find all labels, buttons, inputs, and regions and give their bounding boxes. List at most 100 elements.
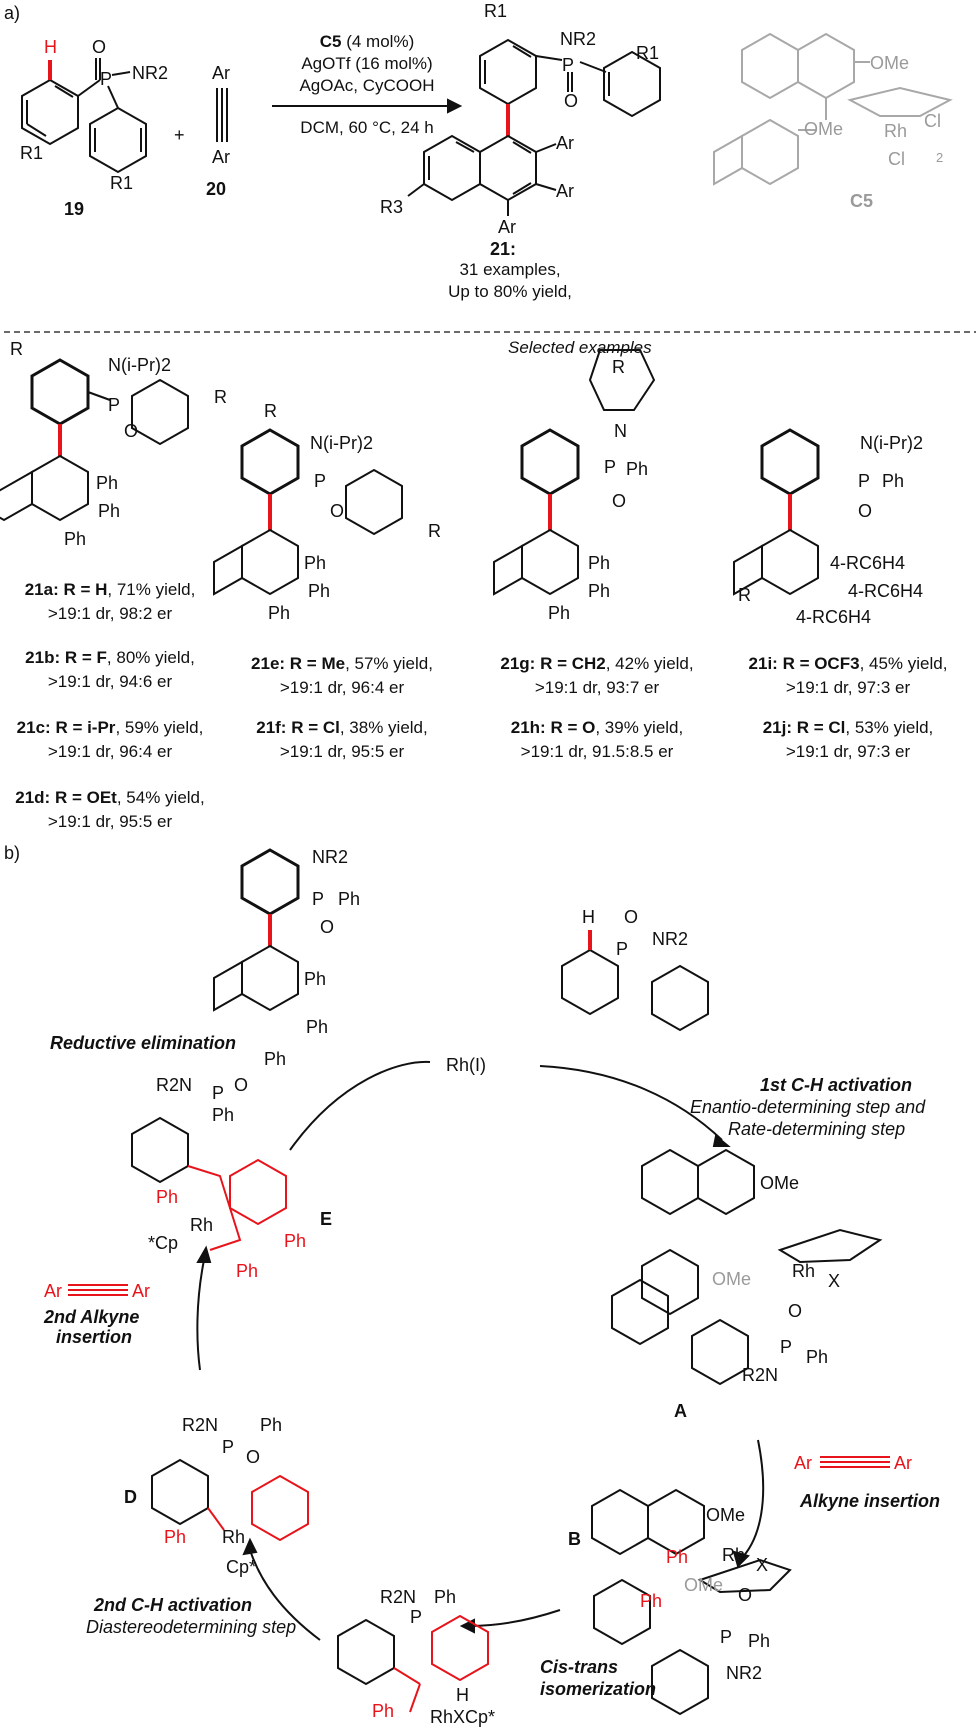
compound-label-19: 19	[64, 199, 85, 219]
step-alkyne2-1: 2nd Alkyne	[44, 1307, 140, 1327]
atom-ome: OMe	[870, 53, 910, 73]
step-ch2-title: 2nd C-H activation	[94, 1595, 253, 1615]
atom-p: P	[312, 889, 325, 909]
atom-nr2: NR2	[560, 29, 597, 49]
atom-r: R	[214, 387, 227, 407]
atom-r2n: R2N	[156, 1075, 193, 1095]
atom-p: P	[212, 1083, 225, 1103]
intermediate-label-e: E	[320, 1209, 333, 1229]
atom-ph: Ph	[268, 603, 291, 623]
atom-ph: Ph	[548, 603, 571, 623]
condition-solvent-temp: DCM, 60 °C, 24 h	[300, 118, 434, 137]
condition-additives-2: AgOAc, CyCOOH	[299, 76, 435, 95]
atom-r: R	[612, 357, 625, 377]
atom-ph: Ph	[284, 1231, 307, 1251]
atom-p: P	[108, 395, 121, 415]
atom-rhxcp: RhXCp*	[430, 1707, 496, 1727]
atom-rh: Rh	[884, 121, 908, 141]
selected-examples-heading: Selected examples	[508, 338, 652, 357]
atom-ome: OMe	[712, 1269, 752, 1289]
atom-ar: Ar	[556, 133, 574, 153]
panel-label-b: b)	[4, 843, 21, 863]
atom-ph: Ph	[308, 581, 331, 601]
atom-n-ipr2: N(i-Pr)2	[108, 355, 171, 375]
atom-ph: Ph	[164, 1527, 187, 1547]
atom-p: P	[222, 1437, 235, 1457]
atom-aryl: 4-RC6H4	[848, 581, 924, 601]
atom-n: N	[614, 421, 627, 441]
atom-o: O	[738, 1585, 753, 1605]
example-caption: 21b: R = F, 80% yield,>19:1 dr, 94:6 er	[25, 648, 195, 691]
atom-ome: OMe	[684, 1575, 724, 1595]
atom-nr2: NR2	[726, 1663, 763, 1683]
atom-ph: Ph	[96, 473, 119, 493]
atom-ph: Ph	[434, 1587, 457, 1607]
atom-r2n: R2N	[742, 1365, 779, 1385]
atom-ph: Ph	[806, 1347, 829, 1367]
atom-o: O	[858, 501, 873, 521]
atom-p: P	[858, 471, 871, 491]
step-ch1-sub2: Rate-determining step	[728, 1119, 906, 1139]
atom-p: P	[720, 1627, 733, 1647]
atom-o: O	[320, 917, 335, 937]
atom-x: X	[756, 1555, 769, 1575]
atom-ph: Ph	[372, 1701, 395, 1721]
step-reductive-elimination: Reductive elimination	[50, 1033, 237, 1053]
step-ch1-sub1: Enantio-determining step and	[690, 1097, 926, 1117]
atom-ph: Ph	[260, 1415, 283, 1435]
step-cis-trans-2: isomerization	[540, 1679, 657, 1699]
atom-cp: Cp*	[226, 1557, 257, 1577]
rh-i-center: Rh(I)	[446, 1055, 486, 1075]
intermediate-label-b: B	[568, 1529, 581, 1549]
plus-sign: +	[174, 125, 185, 145]
atom-nr2: NR2	[652, 929, 689, 949]
atom-nr2: NR2	[312, 847, 349, 867]
atom-ph: Ph	[588, 581, 611, 601]
ring-21-naph-right	[479, 134, 537, 202]
atom-nr2: NR2	[132, 63, 169, 83]
atom-r3: R3	[380, 197, 404, 217]
atom-h: H	[44, 37, 57, 57]
atom-r1: R1	[636, 43, 660, 63]
atom-rh: Rh	[722, 1545, 746, 1565]
atom-ph: Ph	[882, 471, 905, 491]
atom-ome: OMe	[760, 1173, 800, 1193]
atom-ph: Ph	[304, 969, 327, 989]
intermediate-label-a: A	[674, 1401, 687, 1421]
atom-o: O	[330, 501, 345, 521]
ring-19-left	[21, 78, 79, 146]
atom-h: H	[456, 1685, 469, 1705]
example-caption: 21d: R = OEt, 54% yield,>19:1 dr, 95:5 e…	[15, 788, 205, 831]
intermediate-label-d: D	[124, 1487, 137, 1507]
atom-r2n: R2N	[380, 1587, 417, 1607]
atom-ph: Ph	[666, 1547, 689, 1567]
atom-r: R	[264, 401, 277, 421]
atom-ph: Ph	[236, 1261, 259, 1281]
atom-o: O	[624, 907, 639, 927]
ring-21-upper	[479, 38, 537, 106]
subscript-2: 2	[936, 150, 944, 165]
atom-o: O	[612, 491, 627, 511]
compound-label-c5: C5	[850, 191, 874, 211]
atom-ome: OMe	[804, 119, 844, 139]
atom-o: O	[124, 421, 139, 441]
step-cis-trans-1: Cis-trans	[540, 1657, 619, 1677]
ring-21-naph-left	[423, 134, 481, 202]
atom-p: P	[314, 471, 327, 491]
atom-ph: Ph	[640, 1591, 663, 1611]
example-caption: 21g: R = CH2, 42% yield,>19:1 dr, 93:7 e…	[500, 654, 694, 697]
atom-p: P	[616, 939, 629, 959]
atom-r: R	[738, 585, 751, 605]
product-summary-2: Up to 80% yield,	[448, 282, 572, 301]
atom-ph: Ph	[98, 501, 121, 521]
atom-rh: Rh	[792, 1261, 816, 1281]
atom-ph: Ph	[156, 1187, 179, 1207]
atom-aryl: 4-RC6H4	[796, 607, 872, 627]
atom-ph: Ph	[64, 529, 87, 549]
atom-ar: Ar	[212, 63, 230, 83]
atom-ar: Ar	[556, 181, 574, 201]
atom-p: P	[780, 1337, 793, 1357]
atom-r1: R1	[110, 173, 134, 193]
atom-cl: Cl	[888, 149, 905, 169]
